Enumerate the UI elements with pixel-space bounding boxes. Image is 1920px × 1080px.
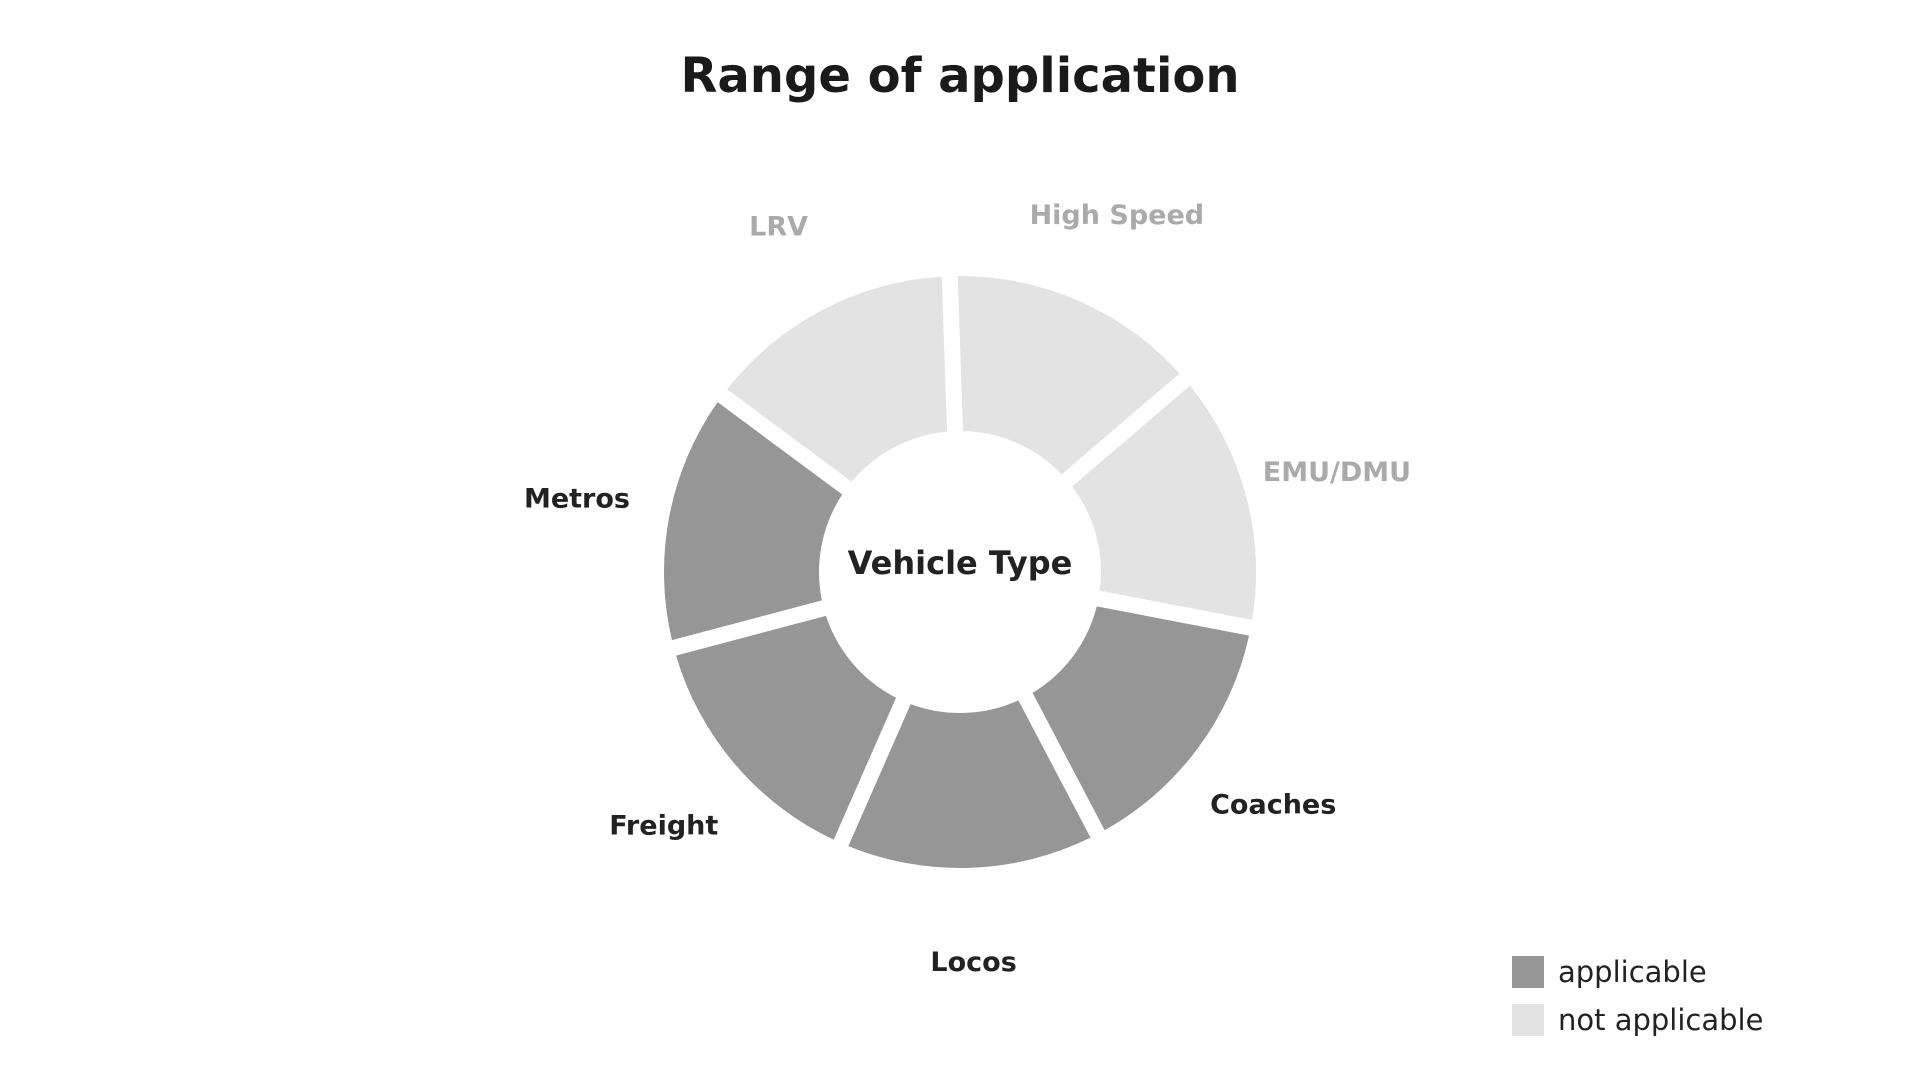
slice-freight [676, 615, 897, 840]
slice-locos [848, 700, 1091, 869]
slice-high-speed [957, 276, 1180, 475]
donut-slices [664, 276, 1256, 869]
slice-emu-dmu [1072, 385, 1256, 620]
center-label: Vehicle Type [848, 544, 1073, 582]
legend: applicable not applicable [1512, 955, 1763, 1037]
label-high-speed: High Speed [1030, 200, 1205, 231]
slice-metros [664, 402, 843, 641]
slice-coaches [1032, 606, 1250, 831]
legend-label-applicable: applicable [1558, 955, 1707, 989]
label-freight: Freight [609, 811, 718, 842]
label-metros: Metros [524, 484, 630, 515]
legend-label-not-applicable: not applicable [1558, 1003, 1763, 1037]
legend-swatch-applicable [1512, 956, 1544, 988]
label-coaches: Coaches [1210, 789, 1336, 820]
legend-swatch-not-applicable [1512, 1004, 1544, 1036]
label-locos: Locos [930, 947, 1016, 978]
label-lrv: LRV [749, 212, 808, 243]
slice-lrv [727, 276, 948, 482]
chart-title: Range of application [680, 48, 1239, 104]
label-emu-dmu: EMU/DMU [1263, 457, 1411, 488]
